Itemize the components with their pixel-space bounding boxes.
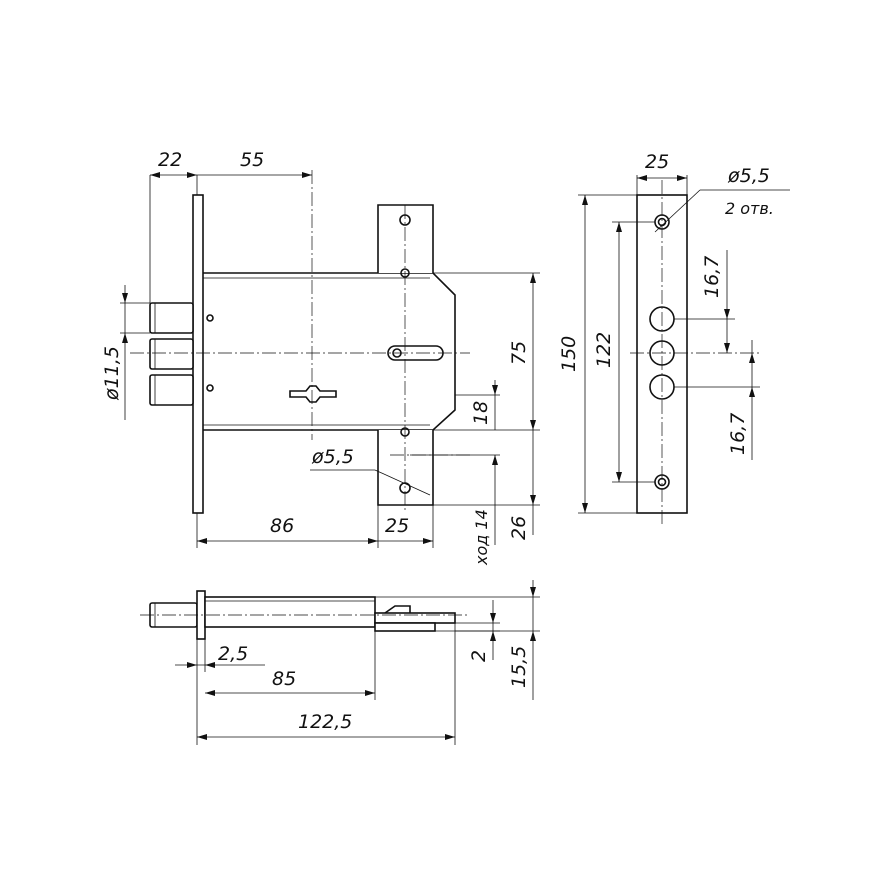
dimension-labels: 22 55 ø11,5 75 150 122 18 ø5,5 86 25 ход… xyxy=(101,149,774,733)
plate-dimensions xyxy=(578,175,790,514)
bolt-top xyxy=(149,302,194,334)
dim-18: 18 xyxy=(470,401,492,425)
lower-tab xyxy=(377,430,434,506)
dim-d11-5: ø11,5 xyxy=(101,346,123,401)
lock-case xyxy=(203,272,456,431)
side-view xyxy=(140,590,470,640)
dim-86: 86 xyxy=(270,515,294,537)
dim-22: 22 xyxy=(158,149,182,171)
bolt-middle xyxy=(149,338,194,370)
dim-2-holes: 2 отв. xyxy=(725,199,774,218)
front-dimensions xyxy=(120,172,540,548)
dim-25-bottom: 25 xyxy=(385,515,409,537)
dim-2: 2 xyxy=(468,650,490,662)
dim-16-7-bottom: 16,7 xyxy=(727,413,749,455)
dim-122: 122 xyxy=(593,332,615,368)
case-side xyxy=(204,596,376,628)
dim-122-5: 122,5 xyxy=(298,711,352,733)
dim-26: 26 xyxy=(508,516,530,540)
bolt-bottom xyxy=(149,374,194,406)
dim-stroke-14: ход 14 xyxy=(472,509,491,566)
dim-2-5: 2,5 xyxy=(218,643,248,665)
upper-tab xyxy=(377,204,434,273)
tab-side xyxy=(374,612,456,624)
dim-d5-5-front: ø5,5 xyxy=(311,446,354,468)
faceplate xyxy=(192,194,204,514)
side-dimensions xyxy=(175,580,540,745)
dim-25-plate: 25 xyxy=(645,151,669,173)
front-view xyxy=(130,170,470,514)
dim-85: 85 xyxy=(272,668,296,690)
dim-55: 55 xyxy=(240,149,264,171)
dim-16-7-top: 16,7 xyxy=(701,256,723,298)
dim-d5-5-plate: ø5,5 xyxy=(727,165,770,187)
keyhole-icon xyxy=(289,385,337,403)
dim-75: 75 xyxy=(508,341,530,365)
strike-plate-view xyxy=(630,180,760,525)
dim-150: 150 xyxy=(558,336,580,372)
dim-15-5: 15,5 xyxy=(508,646,530,688)
